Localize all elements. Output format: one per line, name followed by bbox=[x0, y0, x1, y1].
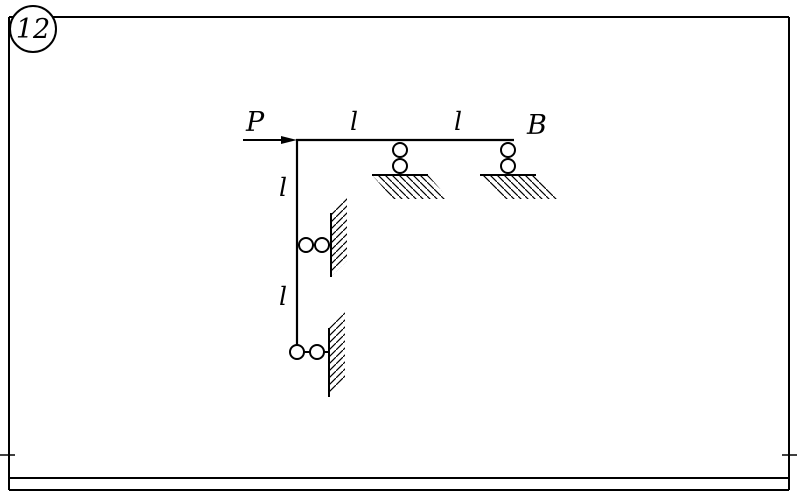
wall-hatch bbox=[329, 312, 345, 397]
point-b-label: B bbox=[526, 110, 547, 141]
wall-hatch bbox=[331, 197, 347, 277]
roller-circle bbox=[500, 158, 516, 174]
frame-border bbox=[0, 16, 797, 491]
roller-circle bbox=[392, 158, 408, 174]
length-label-h2: l bbox=[454, 107, 462, 136]
length-label-v2: l bbox=[279, 282, 287, 311]
roller-circle bbox=[289, 344, 305, 360]
figure-number-circle bbox=[9, 5, 57, 53]
roller-circle bbox=[309, 344, 325, 360]
ground-hatch bbox=[480, 175, 557, 199]
roller-circle bbox=[314, 237, 330, 253]
roller-circle bbox=[298, 237, 314, 253]
roller-circle bbox=[392, 142, 408, 158]
roller-support-point-b bbox=[480, 142, 557, 199]
figure-number: 12 bbox=[16, 14, 50, 45]
force-arrow bbox=[243, 136, 297, 144]
length-label-v1: l bbox=[279, 173, 287, 202]
roller-support-top-mid bbox=[372, 142, 449, 199]
length-label-h1: l bbox=[350, 107, 358, 136]
force-arrowhead-icon bbox=[281, 136, 297, 144]
force-label: P bbox=[245, 107, 265, 138]
ground-hatch bbox=[372, 175, 449, 199]
roller-support-side-bottom bbox=[289, 312, 345, 397]
roller-circle bbox=[500, 142, 516, 158]
figure-number-bubble: 12 bbox=[9, 5, 57, 53]
roller-support-side-mid bbox=[297, 197, 347, 277]
